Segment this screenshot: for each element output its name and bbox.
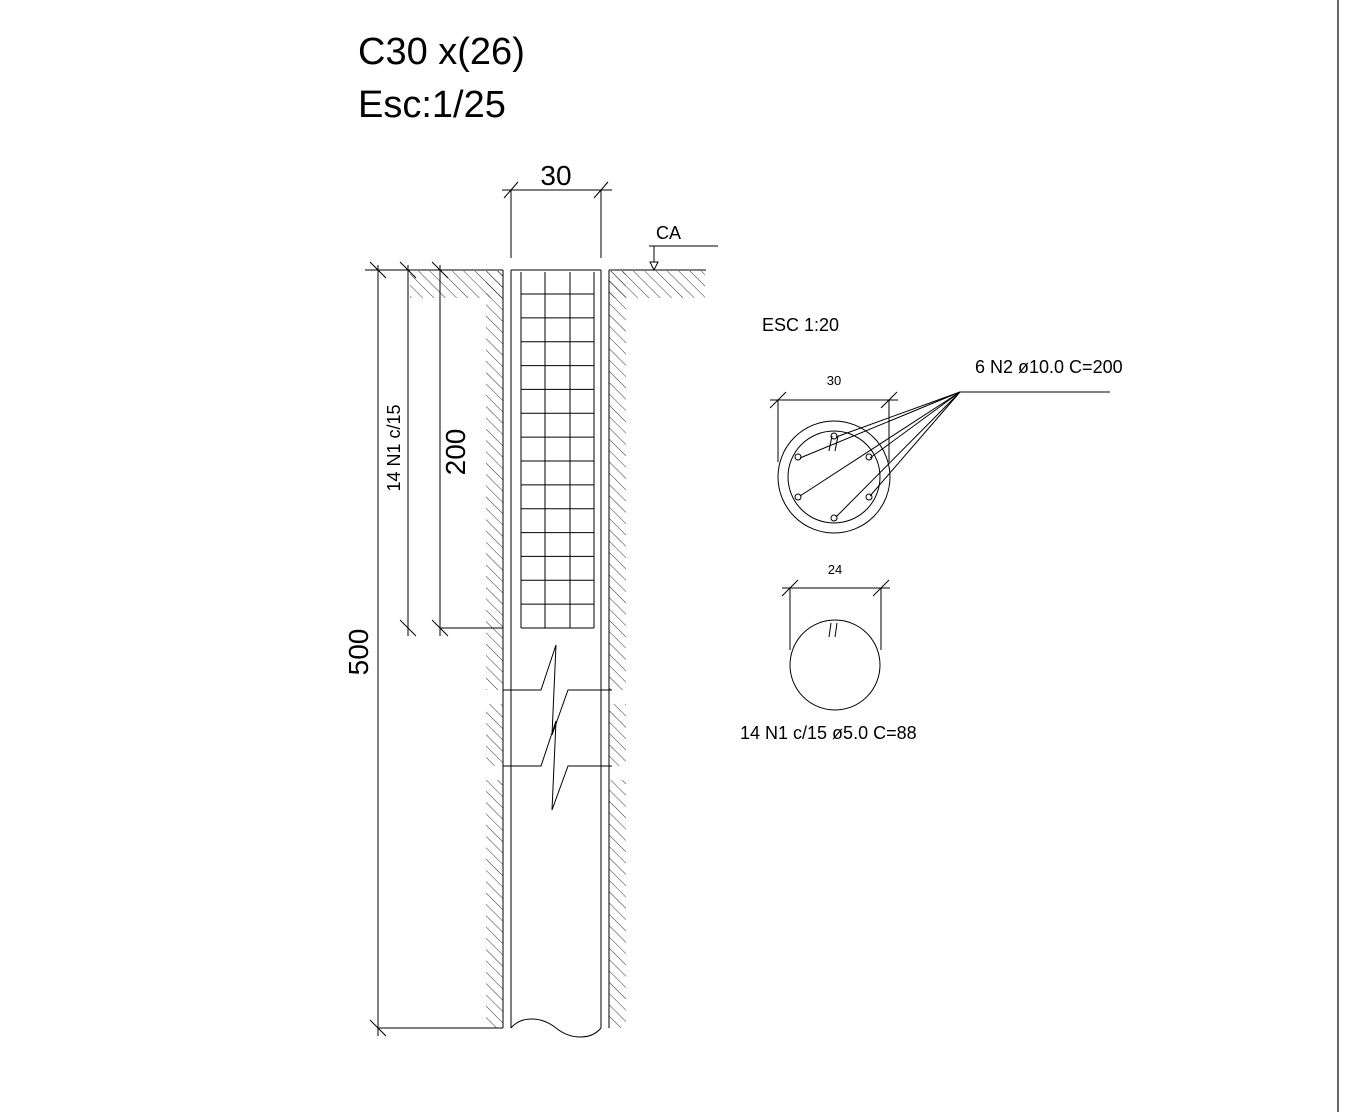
break-line-upper [503, 644, 612, 736]
pile-elevation: 30 CA 500 14 N1 c/15 200 [343, 160, 718, 1038]
longitudinal-bar-label: 6 N2 ø10.0 C=200 [975, 357, 1123, 377]
section-scale-label: ESC 1:20 [762, 315, 839, 335]
stirrup-circle [789, 619, 881, 711]
ground-hatch-right [609, 271, 705, 298]
cage-length-dimension: 200 [440, 429, 471, 476]
reinforcement-cage [520, 272, 595, 629]
stirrup-detail: 24 14 N1 c/15 ø5.0 C=88 [740, 562, 917, 743]
pile-width-dimension: 30 [540, 160, 571, 191]
longitudinal-bars [794, 432, 873, 522]
bar-leader-lines [799, 391, 1110, 518]
total-depth-dimension: 500 [343, 629, 374, 676]
soil-hatch-left [486, 271, 503, 1028]
section-stirrup-circle [787, 430, 881, 524]
stirrup-diameter-dimension: 24 [828, 562, 842, 577]
drawing-scale: Esc:1/25 [358, 84, 506, 126]
stirrup-label: 14 N1 c/15 ø5.0 C=88 [740, 723, 917, 743]
pile-bottom-break [510, 1018, 602, 1038]
break-line-lower [503, 720, 612, 811]
drawing-title: C30 x(26) [358, 31, 525, 73]
section-outer-circle [777, 420, 891, 534]
pile-cross-section: ESC 1:20 30 [762, 315, 1123, 534]
soil-hatch-right [609, 271, 626, 1028]
ground-hatch-left [410, 271, 503, 298]
section-diameter-dimension: 30 [827, 373, 841, 388]
stirrup-zone-label: 14 N1 c/15 [384, 404, 404, 491]
level-label: CA [656, 223, 681, 243]
